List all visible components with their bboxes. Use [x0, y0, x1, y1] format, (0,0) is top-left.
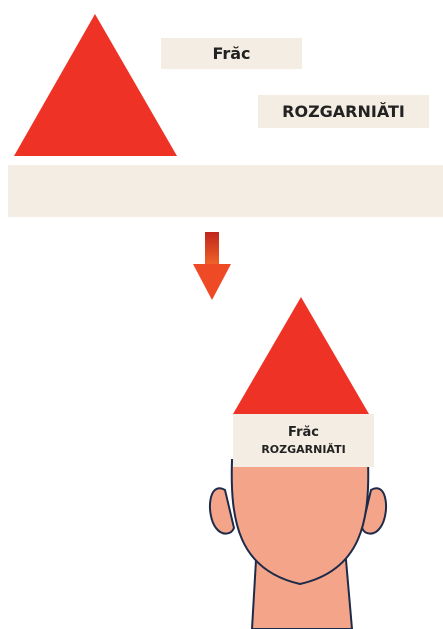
label-word-2: ROZGARNIĂTI: [282, 102, 405, 121]
hat-band-bottom: Frăc ROZGARNIĂTI: [233, 414, 374, 467]
hat-triangle-bottom: [233, 297, 369, 414]
label-box-word-2: ROZGARNIĂTI: [258, 95, 429, 128]
hat-triangle-top: [14, 14, 177, 156]
hat-label-word-2: ROZGARNIĂTI: [261, 442, 346, 456]
arrow-down-icon: [193, 232, 231, 300]
label-word-1: Frăc: [212, 44, 251, 63]
head-icon: [209, 459, 387, 629]
hat-band-top: [8, 165, 443, 217]
label-box-word-1: Frăc: [161, 38, 302, 69]
hat-label-word-1: Frăc: [288, 424, 319, 440]
